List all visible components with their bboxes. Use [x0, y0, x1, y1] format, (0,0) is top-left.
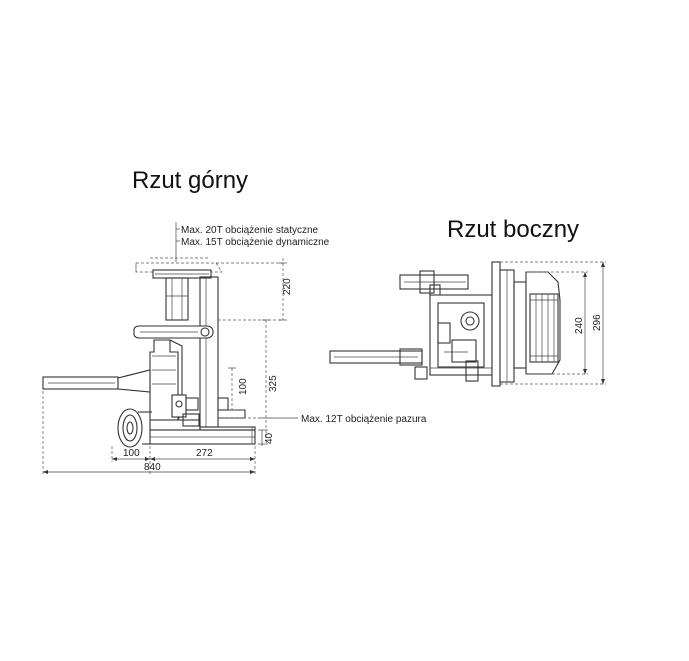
side-view-title: Rzut boczny	[447, 216, 579, 243]
dim-325: 325	[268, 375, 279, 392]
side-view-drawing	[329, 261, 561, 387]
dim-296: 296	[592, 314, 603, 331]
dim-100-vertical: 100	[238, 378, 249, 395]
dim-272: 272	[196, 448, 213, 459]
top-view-drawing	[42, 257, 283, 448]
dynamic-load-note: Max. 15T obciążenie dynamiczne	[181, 237, 330, 248]
top-view-dimensions: 220 325 100 40 100 272 840	[42, 258, 293, 476]
dim-100-horizontal: 100	[123, 448, 140, 459]
static-load-note: Max. 20T obciążenie statyczne	[181, 225, 319, 236]
claw-load-note: Max. 12T obciążenie pazura	[301, 414, 427, 425]
dim-840: 840	[144, 462, 161, 473]
dim-240: 240	[574, 317, 585, 334]
top-view-title: Rzut górny	[132, 167, 248, 194]
side-view-dimensions: 240 296	[500, 261, 606, 385]
dim-220: 220	[282, 278, 293, 295]
dim-40: 40	[264, 432, 275, 444]
